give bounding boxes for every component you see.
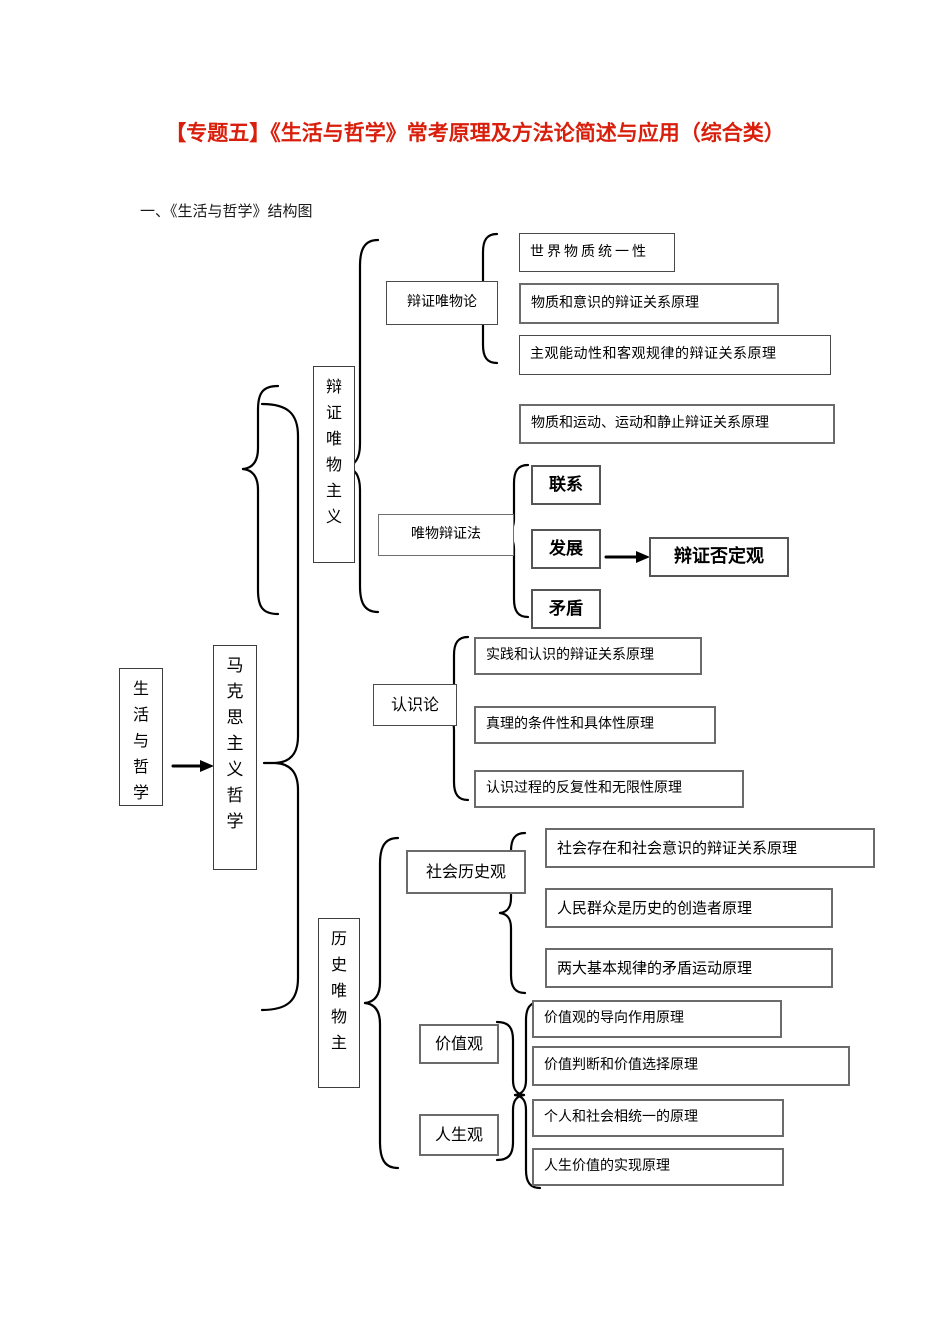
- principle-matter-motion: 物质和运动、运动和静止辩证关系原理: [519, 404, 835, 444]
- page-title: 【专题五】《生活与哲学》常考原理及方法论简述与应用（综合类）: [165, 120, 785, 145]
- node-dialectical-materialist-theory: 辩证唯物论: [386, 281, 498, 325]
- node-epistemology: 认识论: [373, 684, 457, 726]
- node-life-and-philosophy: 生活与哲学: [119, 668, 163, 806]
- principle-value-judgment: 价值判断和价值选择原理: [532, 1046, 850, 1086]
- node-dialectical-materialism: 辩证唯物主义: [313, 366, 355, 563]
- node-historical-materialism: 历史唯物主: [318, 918, 360, 1088]
- node-connection: 联系: [531, 465, 601, 505]
- principle-life-value-realization: 人生价值的实现原理: [532, 1148, 784, 1186]
- principle-social-existence: 社会存在和社会意识的辩证关系原理: [545, 828, 875, 868]
- node-values-view: 价值观: [419, 1024, 499, 1064]
- principle-practice-cognition: 实践和认识的辩证关系原理: [474, 637, 702, 675]
- principle-values-orientation: 价值观的导向作用原理: [532, 1000, 782, 1038]
- principle-people-creators: 人民群众是历史的创造者原理: [545, 888, 833, 928]
- node-life-view: 人生观: [419, 1114, 499, 1156]
- node-marxist-philosophy: 马克思主义哲学: [213, 645, 257, 870]
- principle-matter-consciousness: 物质和意识的辩证关系原理: [519, 283, 779, 324]
- principle-cognition-process: 认识过程的反复性和无限性原理: [474, 770, 744, 808]
- node-development: 发展: [531, 529, 601, 569]
- principle-individual-society: 个人和社会相统一的原理: [532, 1099, 784, 1137]
- principle-world-material-unity: 世界物质统一性: [519, 233, 675, 272]
- principle-subjective-initiative: 主观能动性和客观规律的辩证关系原理: [519, 335, 831, 375]
- node-materialist-dialectics: 唯物辩证法: [378, 514, 514, 556]
- node-social-history-view: 社会历史观: [406, 850, 526, 894]
- node-dialectical-negation: 辩证否定观: [649, 537, 789, 577]
- principle-two-basic-laws: 两大基本规律的矛盾运动原理: [545, 948, 833, 988]
- section-heading: 一、《生活与哲学》结构图: [140, 202, 313, 220]
- node-contradiction: 矛盾: [531, 589, 601, 629]
- principle-truth-conditionality: 真理的条件性和具体性原理: [474, 706, 716, 744]
